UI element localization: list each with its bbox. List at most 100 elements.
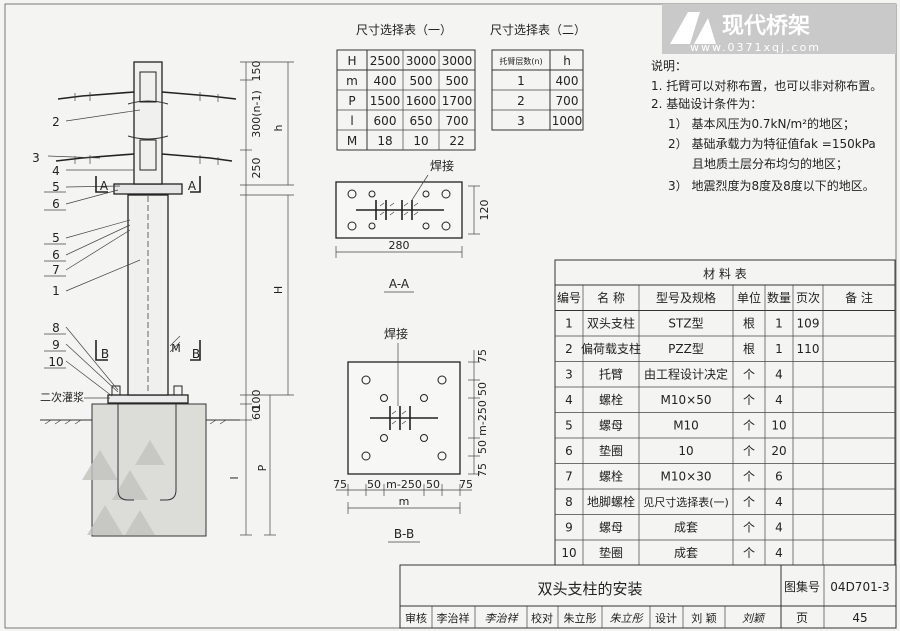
- atlas-label: 图集号: [784, 579, 820, 594]
- t1-cell: 18: [377, 134, 392, 148]
- material-cell: 1: [775, 317, 783, 331]
- t1-cell: l: [350, 114, 353, 128]
- checker-name: 朱立彤: [564, 611, 597, 625]
- logo-url: www.0371xqj.com: [690, 41, 821, 54]
- dim-l: l: [228, 476, 241, 479]
- t1-h2: 3000: [406, 54, 437, 68]
- material-cell: 4: [775, 495, 783, 509]
- t2-cell: 400: [556, 74, 579, 88]
- b-b-caption: B-B: [394, 527, 414, 541]
- t1-cell: 22: [449, 134, 464, 148]
- dim-100: 100: [250, 390, 263, 411]
- material-cell: 6: [775, 470, 783, 484]
- t1-h3: 3000: [442, 54, 473, 68]
- material-header: 备 注: [845, 290, 873, 305]
- t2-h0: 托臂层数(n): [499, 56, 542, 66]
- material-cell: 个: [743, 368, 755, 382]
- material-cell: 成套: [674, 546, 698, 560]
- material-cell: 8: [565, 495, 573, 509]
- a-a-height-dim: 120: [478, 200, 491, 221]
- b-b-dim-bottom: 75: [333, 478, 347, 491]
- size-table-2: 尺寸选择表（二） 托臂层数(n) h 1 400 2 700 3 1000: [490, 23, 586, 131]
- bolt-size-label: M: [171, 342, 181, 355]
- a-a-caption: A-A: [389, 277, 410, 291]
- callout-7: 7: [52, 263, 60, 277]
- material-cell: 螺栓: [599, 392, 623, 407]
- material-table-title: 材 料 表: [703, 267, 747, 281]
- material-cell: 20: [771, 444, 786, 458]
- callout-10: 10: [48, 355, 63, 369]
- a-a-width-dim: 280: [389, 239, 410, 252]
- reviewer-signature: 李治祥: [485, 612, 520, 625]
- material-cell: 110: [797, 342, 820, 356]
- callout-4: 4: [52, 164, 60, 178]
- t2-cell: 1000: [552, 114, 583, 128]
- section-b-view: 焊接 75 50 m-250 50 75 m 75 50 m-25: [333, 326, 489, 543]
- material-cell: M10×50: [661, 393, 712, 407]
- callout-6: 6: [52, 197, 60, 211]
- flange-plate: [113, 183, 183, 195]
- material-cell: 个: [743, 419, 755, 433]
- dim-150: 150: [250, 61, 263, 82]
- upper-strut: [133, 61, 163, 185]
- material-cell: 垫圈: [599, 545, 623, 560]
- b-b-dim-right: m-250: [476, 400, 489, 436]
- material-cell: 根: [743, 342, 755, 356]
- logo-brand: 现代桥架: [722, 13, 810, 39]
- note-line: 1. 托臂可以对称布置，也可以非对称布置。: [651, 79, 882, 93]
- material-cell: 个: [743, 546, 755, 560]
- t1-cell: 400: [374, 74, 397, 88]
- t1-h1: 2500: [370, 54, 401, 68]
- callout-5: 5: [52, 180, 60, 194]
- b-b-dim-right: 50: [476, 440, 489, 454]
- material-cell: 螺母: [599, 521, 623, 535]
- dim-h: h: [272, 124, 285, 131]
- material-cell: 4: [775, 368, 783, 382]
- logo-badge: [662, 4, 896, 54]
- t1-cell: P: [348, 94, 355, 108]
- design-label: 设计: [655, 612, 677, 625]
- note-line: 2） 基础承载力为特征值fak =150kPa: [668, 136, 876, 151]
- brand-logo: 现代桥架 www.0371xqj.com: [662, 4, 896, 54]
- dim-250: 250: [250, 158, 263, 179]
- callout-9: 9: [52, 338, 60, 352]
- dim-300n: 300(n-1): [250, 90, 263, 138]
- t2-cell: 3: [517, 114, 525, 128]
- dim-60: 60: [250, 406, 263, 420]
- material-cell: 垫圈: [599, 443, 623, 458]
- material-cell: 4: [565, 393, 573, 407]
- callout-2: 2: [52, 115, 60, 129]
- t2-h1: h: [563, 54, 571, 68]
- material-header: 页次: [796, 291, 820, 305]
- elevation-view: 2 3 4 5 6 5 6 7 1 8 9 10 A A B B M: [32, 61, 294, 537]
- b-b-dim-m: m: [399, 495, 410, 508]
- review-label: 审核: [405, 611, 427, 625]
- notes: 说明： 1. 托臂可以对称布置，也可以非对称布置。 2. 基础设计条件为： 1）…: [651, 58, 882, 193]
- section-b-left: B: [101, 347, 109, 361]
- a-a-weld-label: 焊接: [430, 158, 454, 173]
- note-line: 且地质土层分布均匀的地区；: [692, 156, 848, 171]
- notes-title: 说明：: [651, 58, 687, 73]
- size-table-2-title: 尺寸选择表（二）: [490, 23, 586, 37]
- t1-cell: 1700: [442, 94, 473, 108]
- material-cell: 2: [565, 342, 573, 356]
- t1-cell: 1500: [370, 94, 401, 108]
- b-b-dim-bottom: 50: [367, 478, 381, 491]
- dim-P: P: [256, 464, 269, 471]
- material-cell: 个: [743, 470, 755, 484]
- t1-cell: 500: [410, 74, 433, 88]
- material-cell: 4: [775, 393, 783, 407]
- size-table-1: 尺寸选择表（一） H 2500 3000 3000 m 400 500 500 …: [336, 23, 476, 151]
- callout-6b: 6: [52, 248, 60, 262]
- callout-5b: 5: [52, 231, 60, 245]
- material-cell: 7: [565, 470, 573, 484]
- material-cell: 10: [561, 546, 576, 560]
- section-b-right: B: [192, 347, 200, 361]
- t2-cell: 700: [556, 94, 579, 108]
- b-b-dim-right: 50: [476, 382, 489, 396]
- grout-label: 二次灌浆: [40, 390, 84, 404]
- material-cell: 个: [743, 444, 755, 458]
- material-cell: 4: [775, 521, 783, 535]
